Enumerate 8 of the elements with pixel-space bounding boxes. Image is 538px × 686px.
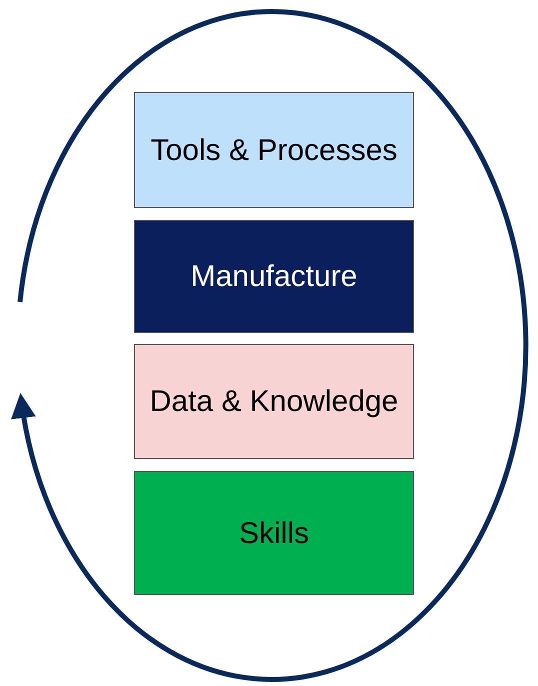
layer-box bbox=[134, 471, 414, 595]
layer-label: Data & Knowledge bbox=[148, 384, 400, 420]
layer-label: Manufacture bbox=[190, 259, 358, 295]
layer-label: Tools & Processes bbox=[150, 132, 398, 168]
layer-box bbox=[134, 92, 414, 208]
layer-box bbox=[134, 220, 414, 333]
layer-box bbox=[134, 344, 414, 459]
layer-label: Skills bbox=[238, 516, 310, 552]
